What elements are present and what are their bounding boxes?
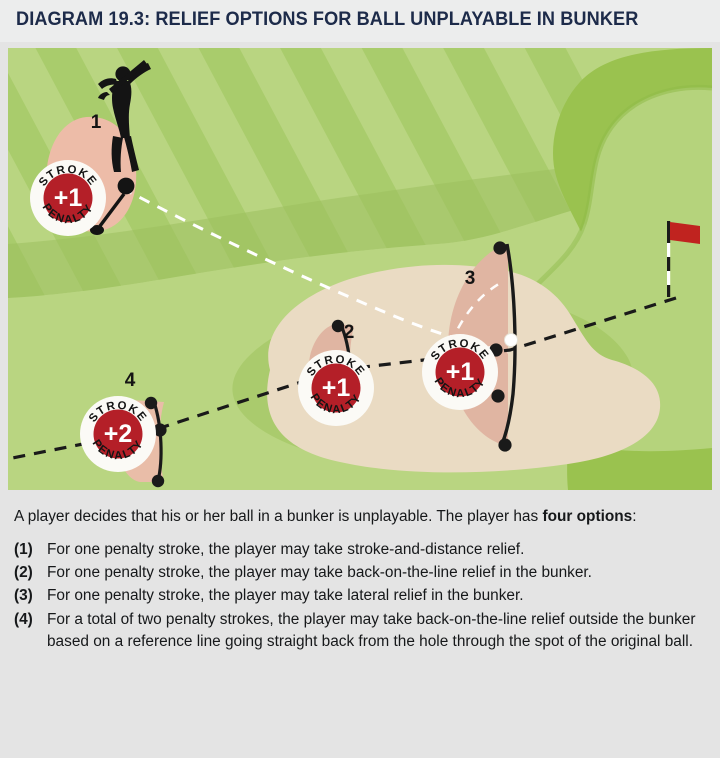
- option-text: For one penalty stroke, the player may t…: [47, 564, 592, 582]
- zone-3-dot-bottom: [498, 438, 512, 452]
- caption-intro-emphasis: four options: [542, 508, 633, 525]
- option-number: (1): [14, 540, 33, 558]
- club-head: [90, 225, 104, 235]
- caption-intro-part1: A player decides that his or her ball in…: [14, 508, 543, 525]
- page-title: DIAGRAM 19.3: RELIEF OPTIONS FOR BALL UN…: [16, 8, 639, 30]
- club-on-ground: [98, 192, 126, 228]
- penalty-badge-3: STROKE PENALTY +1: [422, 334, 498, 410]
- option-number: (3): [14, 587, 33, 605]
- zone-3-dot-top: [493, 241, 507, 255]
- options-list: (1) For one penalty stroke, the player m…: [14, 539, 702, 654]
- diagram-illustration: 1 2 3 4 STROKE PENALTY +1: [8, 48, 712, 490]
- flagstick-icon: [667, 221, 700, 297]
- caption-intro: A player decides that his or her ball in…: [14, 506, 686, 529]
- zone-4-dot-bottom: [151, 474, 165, 488]
- list-item: (2) For one penalty stroke, the player m…: [14, 562, 702, 584]
- svg-text:+1: +1: [446, 358, 475, 386]
- zone-4-dot-mid: [153, 423, 167, 437]
- ball-marker-1: [117, 177, 135, 195]
- golfer-silhouette: [98, 60, 151, 172]
- option-number: (2): [14, 564, 33, 582]
- zone-2-dot-top: [331, 319, 345, 333]
- marker-label-2: 2: [344, 322, 355, 343]
- zone-3-boundary: [500, 243, 517, 445]
- penalty-badge-2: STROKE PENALTY +1: [298, 350, 374, 426]
- option-text: For one penalty stroke, the player may t…: [47, 540, 525, 558]
- caption-intro-part3: :: [632, 508, 637, 525]
- svg-text:+2: +2: [104, 420, 133, 448]
- list-item: (1) For one penalty stroke, the player m…: [14, 539, 702, 561]
- original-ball: [504, 333, 518, 347]
- marker-label-4: 4: [125, 370, 136, 391]
- list-item: (4) For a total of two penalty strokes, …: [14, 609, 702, 654]
- marker-label-1: 1: [91, 112, 102, 133]
- zone-4-boundary: [152, 401, 163, 482]
- header-bar: DIAGRAM 19.3: RELIEF OPTIONS FOR BALL UN…: [0, 0, 720, 42]
- marker-label-3: 3: [465, 268, 476, 289]
- svg-text:+1: +1: [322, 374, 351, 402]
- svg-text:+1: +1: [54, 184, 83, 212]
- penalty-badge-4: STROKE PENALTY +2: [80, 396, 156, 472]
- golf-hole-svg: 1 2 3 4 STROKE PENALTY +1: [8, 48, 712, 490]
- list-item: (3) For one penalty stroke, the player m…: [14, 585, 702, 607]
- zone-4-dot-top: [144, 396, 158, 410]
- option-text: For one penalty stroke, the player may t…: [47, 587, 524, 605]
- penalty-badge-1: STROKE PENALTY +1: [30, 160, 106, 236]
- stroke-and-distance-line: [121, 186, 509, 354]
- caption-block: A player decides that his or her ball in…: [0, 492, 720, 758]
- option-text: For a total of two penalty strokes, the …: [47, 610, 696, 651]
- zone-3-dot-low: [491, 389, 505, 403]
- option-number: (4): [14, 610, 33, 628]
